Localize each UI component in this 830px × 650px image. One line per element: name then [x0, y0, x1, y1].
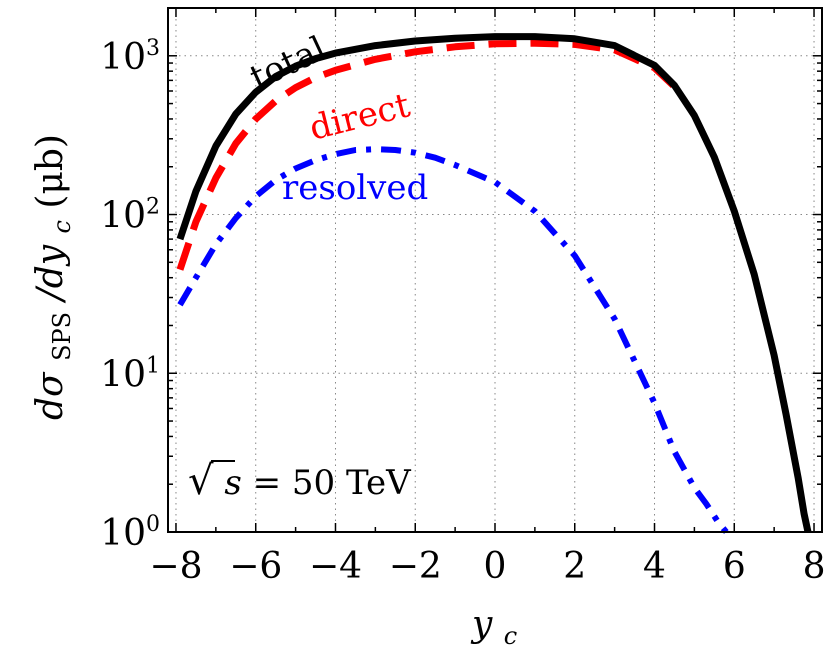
y-tick-exponent: 0 [146, 512, 160, 537]
x-tick-label: −4 [309, 546, 362, 587]
y-tick-exponent: 3 [146, 36, 160, 61]
y-tick-label: 102 [100, 195, 160, 237]
y-tick-base: 10 [100, 354, 146, 395]
x-tick-label: −6 [229, 546, 282, 587]
x-tick-label: 2 [563, 546, 586, 587]
y-tick-exponent: 1 [146, 353, 160, 378]
series-total-line [176, 33, 812, 533]
x-tick-label: 6 [723, 546, 746, 587]
x-axis-title: y c [470, 604, 517, 650]
y-axis-title-main: dσ [30, 371, 71, 420]
x-tick-label: −8 [149, 546, 202, 587]
y-tick-label: 103 [100, 36, 160, 78]
x-tick-label: 8 [803, 546, 826, 587]
y-tick-label: 100 [100, 512, 160, 554]
x-tick-label: 4 [643, 546, 666, 587]
series-total-label: total [244, 29, 332, 99]
y-tick-base: 10 [100, 196, 146, 237]
x-tick-label: 0 [484, 546, 507, 587]
y-tick-base: 10 [100, 37, 146, 78]
axis-ticks [168, 7, 822, 533]
y-axis-title: dσ SPS /dy c (μb) [30, 134, 79, 420]
y-axis-title-rest: /dy [30, 244, 71, 303]
y-tick-label: 101 [100, 353, 160, 395]
y-axis-title-sub: SPS [48, 312, 76, 361]
x-tick-label: −2 [389, 546, 442, 587]
energy-variable: s [224, 463, 241, 503]
y-axis-title-unit: (μb) [30, 134, 71, 209]
y-tick-base: 10 [100, 513, 146, 554]
x-axis-title-main: y [470, 604, 493, 645]
y-axis-title-sub2: c [48, 220, 76, 233]
energy-annotation: √ s = 50 TeV [188, 458, 412, 504]
y-tick-exponent: 2 [146, 195, 160, 220]
series-direct-label: direct [306, 85, 415, 149]
x-axis-title-sub: c [504, 622, 517, 650]
series-resolved-line [177, 146, 729, 534]
series-layer [176, 33, 812, 534]
x-tick-labels: −8 −6 −4 −2 0 2 4 6 8 [149, 546, 825, 587]
series-resolved-label: resolved [282, 168, 428, 208]
energy-value: = 50 TeV [253, 463, 413, 503]
series-direct-line [176, 39, 677, 271]
sqrt-symbol: √ [188, 458, 214, 504]
